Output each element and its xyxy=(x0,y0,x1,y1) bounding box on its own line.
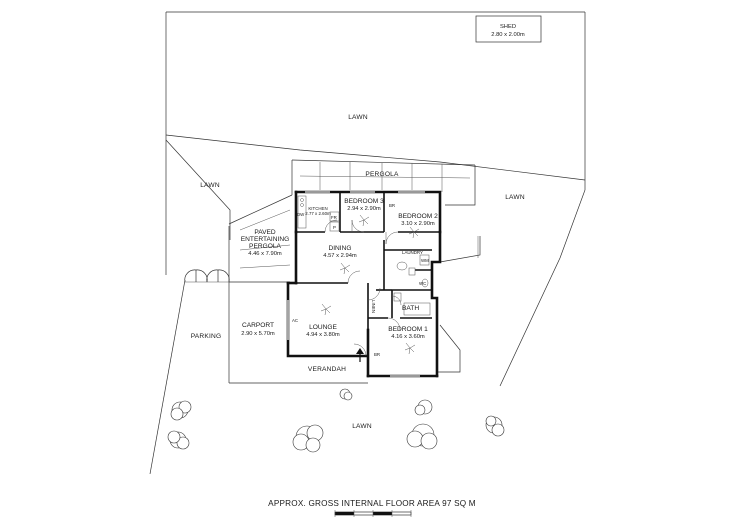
scale-bar xyxy=(334,510,412,517)
property-boundary xyxy=(149,11,586,475)
carport-label: CARPORT xyxy=(242,322,274,329)
parking-label: PARKING xyxy=(191,333,222,340)
paved-area-label: PERGOLA xyxy=(249,243,281,250)
tree-icon xyxy=(406,423,438,450)
site-lines xyxy=(165,134,586,384)
pantry-label: P xyxy=(333,225,336,230)
kitchen-fixtures: DW FR P xyxy=(297,195,340,232)
paved-area-label: ENTERTAINING xyxy=(241,236,289,243)
lounge-label: LOUNGE xyxy=(309,324,337,331)
driveway-gates xyxy=(184,269,230,283)
fan-icon xyxy=(408,226,420,239)
bedroom3-label: BEDROOM 3 xyxy=(344,198,384,205)
kitchen-label: KITCHEN xyxy=(308,206,327,211)
fan-icon xyxy=(358,214,370,227)
lawn-label: LAWN xyxy=(505,194,525,201)
shed: SHED 2.80 x 2.00m xyxy=(475,15,542,43)
door-swings xyxy=(324,219,402,357)
tree-icon xyxy=(167,430,190,450)
lounge-dimensions: 4.94 x 3.80m xyxy=(306,332,340,338)
dining-dimensions: 4.57 x 2.94m xyxy=(323,253,357,259)
tree-icon xyxy=(170,400,192,421)
wet-area-fixtures: WM xyxy=(393,254,431,316)
washing-machine-label: WM xyxy=(421,258,429,263)
tree-icon xyxy=(292,424,324,453)
pergola-label: PERGOLA xyxy=(365,171,399,178)
tree-icon xyxy=(339,388,353,401)
lawn-label: LAWN xyxy=(348,114,368,121)
dishwasher-label: DW xyxy=(297,212,305,217)
paved-area-label: PAVED xyxy=(254,229,276,236)
fridge-label: FR xyxy=(331,215,337,220)
wc-label: WC xyxy=(419,281,426,286)
carport-dimensions: 2.90 x 5.70m xyxy=(241,331,275,337)
fan-icon xyxy=(320,303,332,316)
built-in-robe-label: BR xyxy=(389,203,395,208)
dining-label: DINING xyxy=(328,245,351,252)
tree-icon xyxy=(485,415,505,437)
bedroom2-dimensions: 3.10 x 2.90m xyxy=(401,221,435,227)
bedroom1-dimensions: 4.16 x 3.60m xyxy=(391,334,425,340)
fan-icon xyxy=(339,262,351,275)
verandah-label: VERANDAH xyxy=(308,366,346,373)
windows xyxy=(287,191,425,377)
floor-area-caption: APPROX. GROSS INTERNAL FLOOR AREA 97 SQ … xyxy=(268,499,476,508)
bedroom1-label: BEDROOM 1 xyxy=(388,326,428,333)
laundry-label: LAUNDRY xyxy=(402,250,423,255)
paved-area-dimensions: 4.46 x 7.90m xyxy=(248,251,282,257)
tree-icon xyxy=(414,399,433,416)
shed-label: SHED xyxy=(500,24,516,30)
kitchen-dimensions: 2.77 x 2.60m xyxy=(305,211,331,216)
ceiling-fans xyxy=(320,214,420,355)
air-conditioner-label: AC xyxy=(292,318,298,323)
entry-arrow-icon xyxy=(356,348,364,362)
trees xyxy=(167,388,505,453)
bedroom3-dimensions: 2.94 x 2.90m xyxy=(347,206,381,212)
pergola-slats xyxy=(239,162,471,269)
fan-icon xyxy=(404,342,416,355)
internal-walls xyxy=(296,192,440,330)
linen-label: LINEN xyxy=(371,300,376,313)
lawn-label: LAWN xyxy=(200,182,220,189)
shed-dimensions: 2.80 x 2.00m xyxy=(491,32,525,38)
built-in-robe-label: BR xyxy=(374,352,380,357)
lawn-label: LAWN xyxy=(352,423,372,430)
bedroom2-label: BEDROOM 2 xyxy=(398,213,438,220)
bath-label: BATH xyxy=(402,305,419,312)
